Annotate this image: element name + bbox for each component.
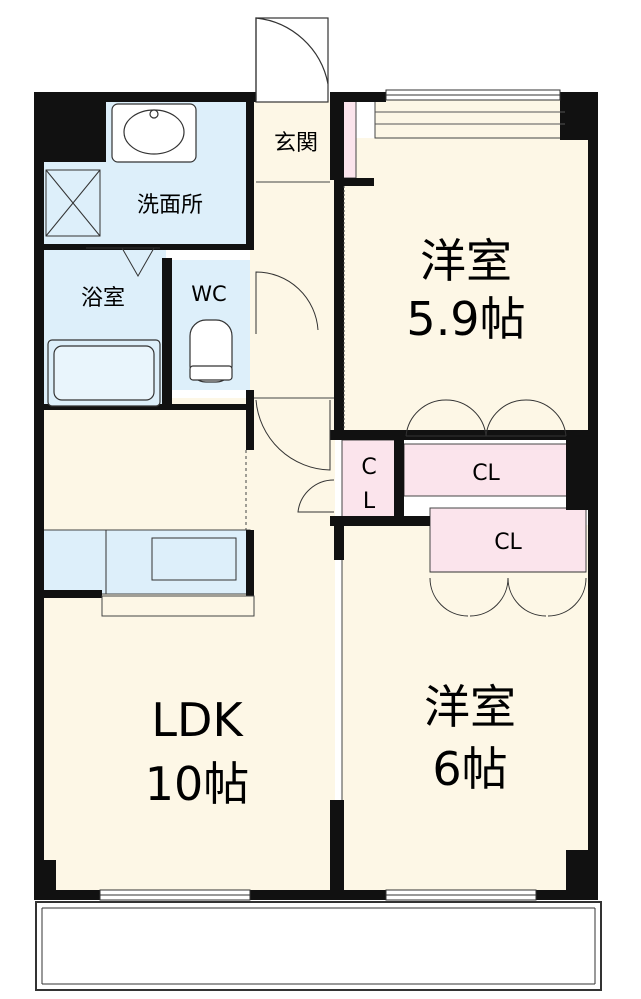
bathroom-door [86,247,160,278]
western-room-1-size: 5.9帖 [406,292,525,346]
closet-lower [429,507,587,573]
hall-closet-label-line1: C [361,455,376,480]
closet-upper-doors [405,399,567,437]
ldk-name: LDK [151,693,244,747]
bathtub [47,339,161,407]
toilet-fixture [189,319,233,383]
washroom-label: 洗面所 [137,193,203,218]
western-room-1-floor [342,138,590,434]
western-room-1-name: 洋室 [420,234,512,288]
bathroom-label: 浴室 [81,286,125,311]
hallway-floor [250,100,338,400]
entrance-label: 玄関 [274,131,318,156]
veranda-strip [374,99,566,139]
hall-closet-label-line2: L [363,489,376,514]
washing-machine-pan [45,169,101,237]
closet-lower-label: CL [494,530,522,555]
ldk-size: 10帖 [145,757,250,811]
kitchen-sink [105,530,237,594]
hall-closet-door [297,479,335,513]
western-room-2-name: 洋室 [424,680,516,734]
toilet-door [255,271,319,334]
walls [34,92,598,900]
closet-upper-label: CL [472,461,500,486]
entrance-door [255,17,329,103]
closet-lower-doors [429,571,587,617]
balcony [35,901,602,991]
ldk-door [255,399,331,471]
western-room-2-size: 6帖 [432,742,507,796]
windows [99,89,561,901]
wash-basin [111,103,197,163]
western-room-2-floor [342,525,590,890]
toilet-label: WC [191,282,226,306]
ldk-floor [42,398,335,890]
kitchen-counter [41,529,251,595]
